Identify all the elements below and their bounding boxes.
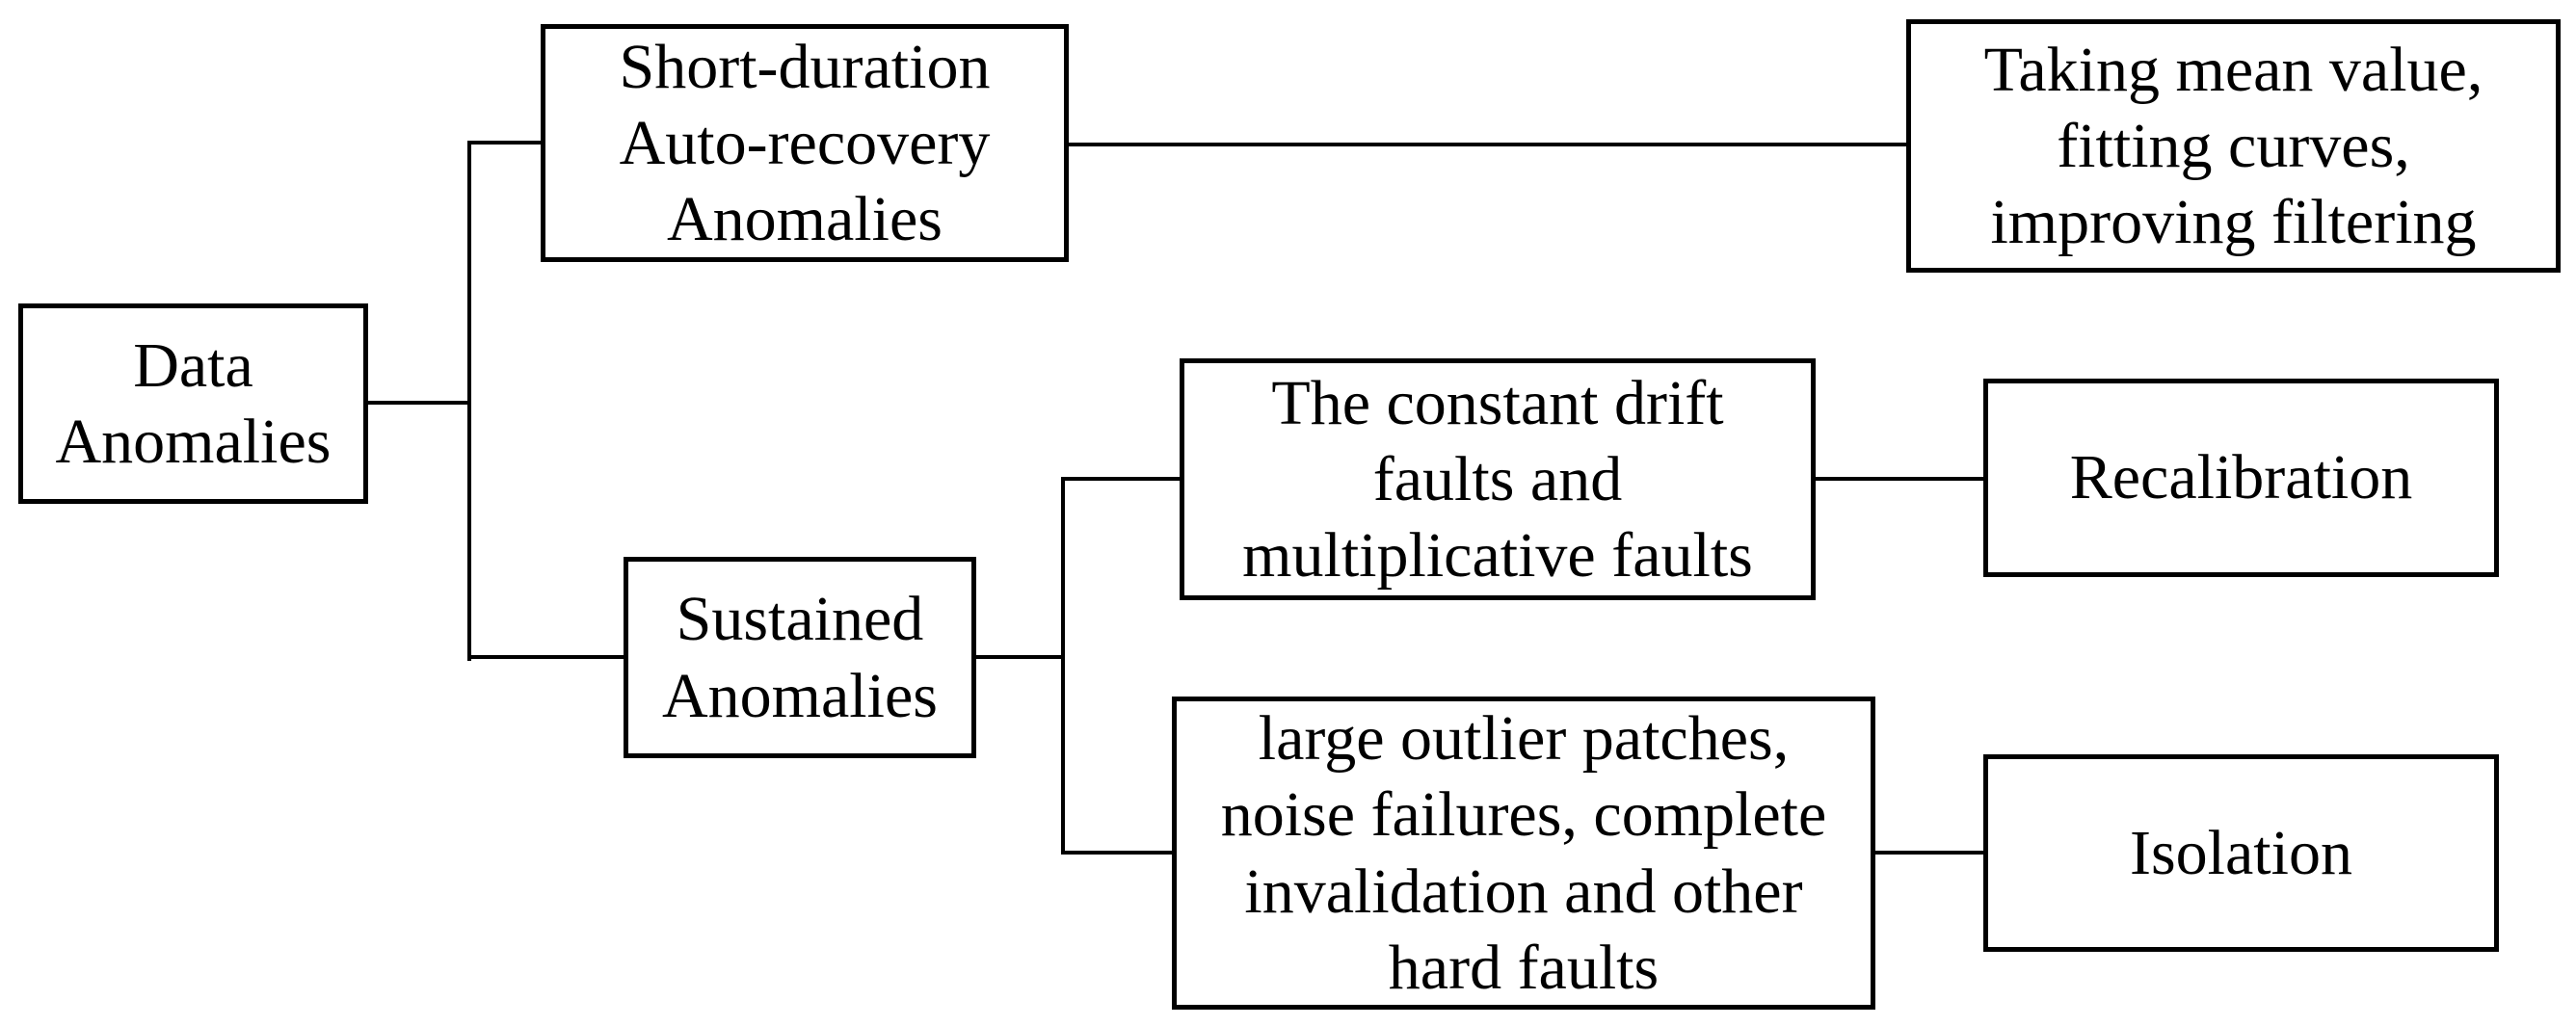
node-large-outlier-hard-faults: large outlier patches, noise failures, c… <box>1172 697 1875 1010</box>
connector-root-to-trunk <box>364 401 471 405</box>
node-sustained-anomalies: Sustained Anomalies <box>624 557 976 758</box>
connector-trunk-level1 <box>467 141 471 661</box>
connector-sustained-to-trunk <box>972 655 1065 659</box>
node-recalibration: Recalibration <box>1983 379 2499 577</box>
connector-trunk2-to-large-outlier <box>1061 851 1176 855</box>
node-short-duration-auto-recovery-anomalies: Short-duration Auto-recovery Anomalies <box>541 24 1069 262</box>
connector-short-duration-to-taking-mean <box>1065 143 1910 146</box>
connector-trunk-level2 <box>1061 477 1065 855</box>
node-constant-drift-multiplicative-faults: The constant drift faults and multiplica… <box>1180 358 1816 600</box>
connector-trunk1-to-short-duration <box>467 141 544 145</box>
connector-trunk1-to-sustained <box>467 655 627 659</box>
node-taking-mean-fitting-curves-filtering: Taking mean value, fitting curves, impro… <box>1906 19 2561 273</box>
node-isolation: Isolation <box>1983 754 2499 952</box>
connector-constant-drift-to-recalibration <box>1812 477 1987 481</box>
connector-large-outlier-to-isolation <box>1872 851 1987 855</box>
node-data-anomalies: Data Anomalies <box>18 303 368 504</box>
connector-trunk2-to-constant-drift <box>1061 477 1183 481</box>
